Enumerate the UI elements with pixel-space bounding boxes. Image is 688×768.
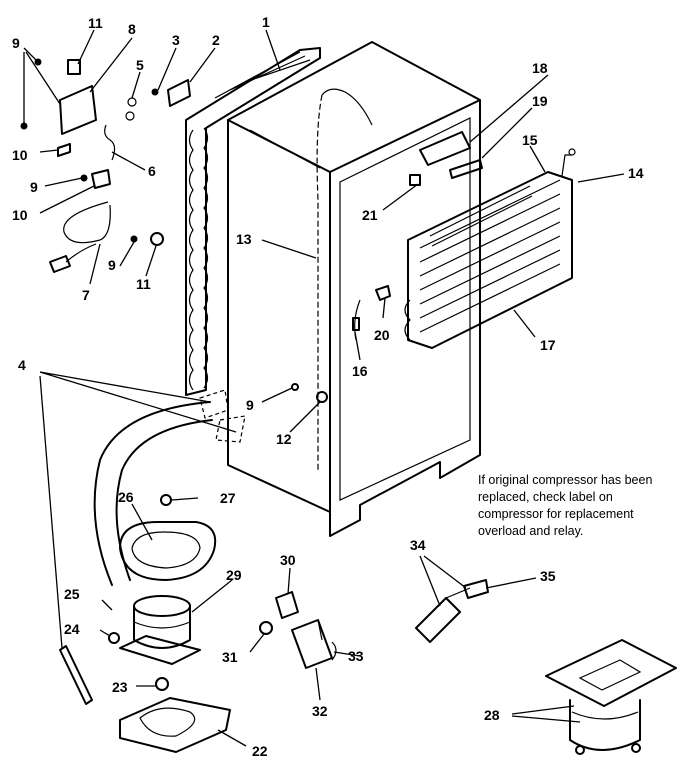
leader-lines [23,29,625,747]
callout-7: 7 [82,287,90,303]
callout-33: 33 [348,648,364,664]
upper-left-parts [20,58,191,273]
callout-28: 28 [484,707,500,723]
callout-labels: 1 2 3 5 8 11 9 10 6 9 10 9 11 7 13 4 9 1… [12,14,644,759]
note-line-1: If original compressor has been [478,473,653,487]
note-line-4: overload and relay. [478,524,584,538]
evaporator [404,148,576,349]
callout-26: 26 [118,489,134,505]
callout-1: 1 [262,14,270,30]
callout-8: 8 [128,21,136,37]
callout-32: 32 [312,703,328,719]
callout-24: 24 [64,621,80,637]
callout-34: 34 [410,537,426,553]
refrigerator-cabinet [227,41,481,537]
callout-13: 13 [236,231,252,247]
callout-10-mid: 10 [12,207,28,223]
callout-22: 22 [252,743,268,759]
cabinet-small-parts [291,131,483,403]
note-line-3: compressor for replacement [478,507,634,521]
callout-9-cab: 9 [246,397,254,413]
callout-18: 18 [532,60,548,76]
callout-20: 20 [374,327,390,343]
callout-11-left: 11 [136,276,151,292]
callout-11-top: 11 [88,15,103,31]
callout-9-top: 9 [12,35,20,51]
callout-31: 31 [222,649,238,665]
callout-29: 29 [226,567,242,583]
callout-9-left: 9 [108,257,116,273]
callout-15: 15 [522,132,538,148]
callout-5: 5 [136,57,144,73]
callout-2: 2 [212,32,220,48]
callout-23: 23 [112,679,128,695]
callout-14: 14 [628,165,644,181]
condenser-coil [185,47,321,396]
callout-4: 4 [18,357,26,373]
callout-16: 16 [352,363,368,379]
callout-35: 35 [540,568,556,584]
callout-30: 30 [280,552,296,568]
compressor-assembly [59,389,337,753]
right-lower-parts [415,579,677,755]
callout-27: 27 [220,490,236,506]
callout-9-mid: 9 [30,179,38,195]
compressor-note: If original compressor has been replaced… [478,472,683,540]
callout-17: 17 [540,337,556,353]
callout-21: 21 [362,207,378,223]
callout-10-top: 10 [12,147,28,163]
callout-6: 6 [148,163,156,179]
note-line-2: replaced, check label on [478,490,613,504]
callout-3: 3 [172,32,180,48]
callout-25: 25 [64,586,80,602]
callout-19: 19 [532,93,548,109]
callout-12: 12 [276,431,292,447]
